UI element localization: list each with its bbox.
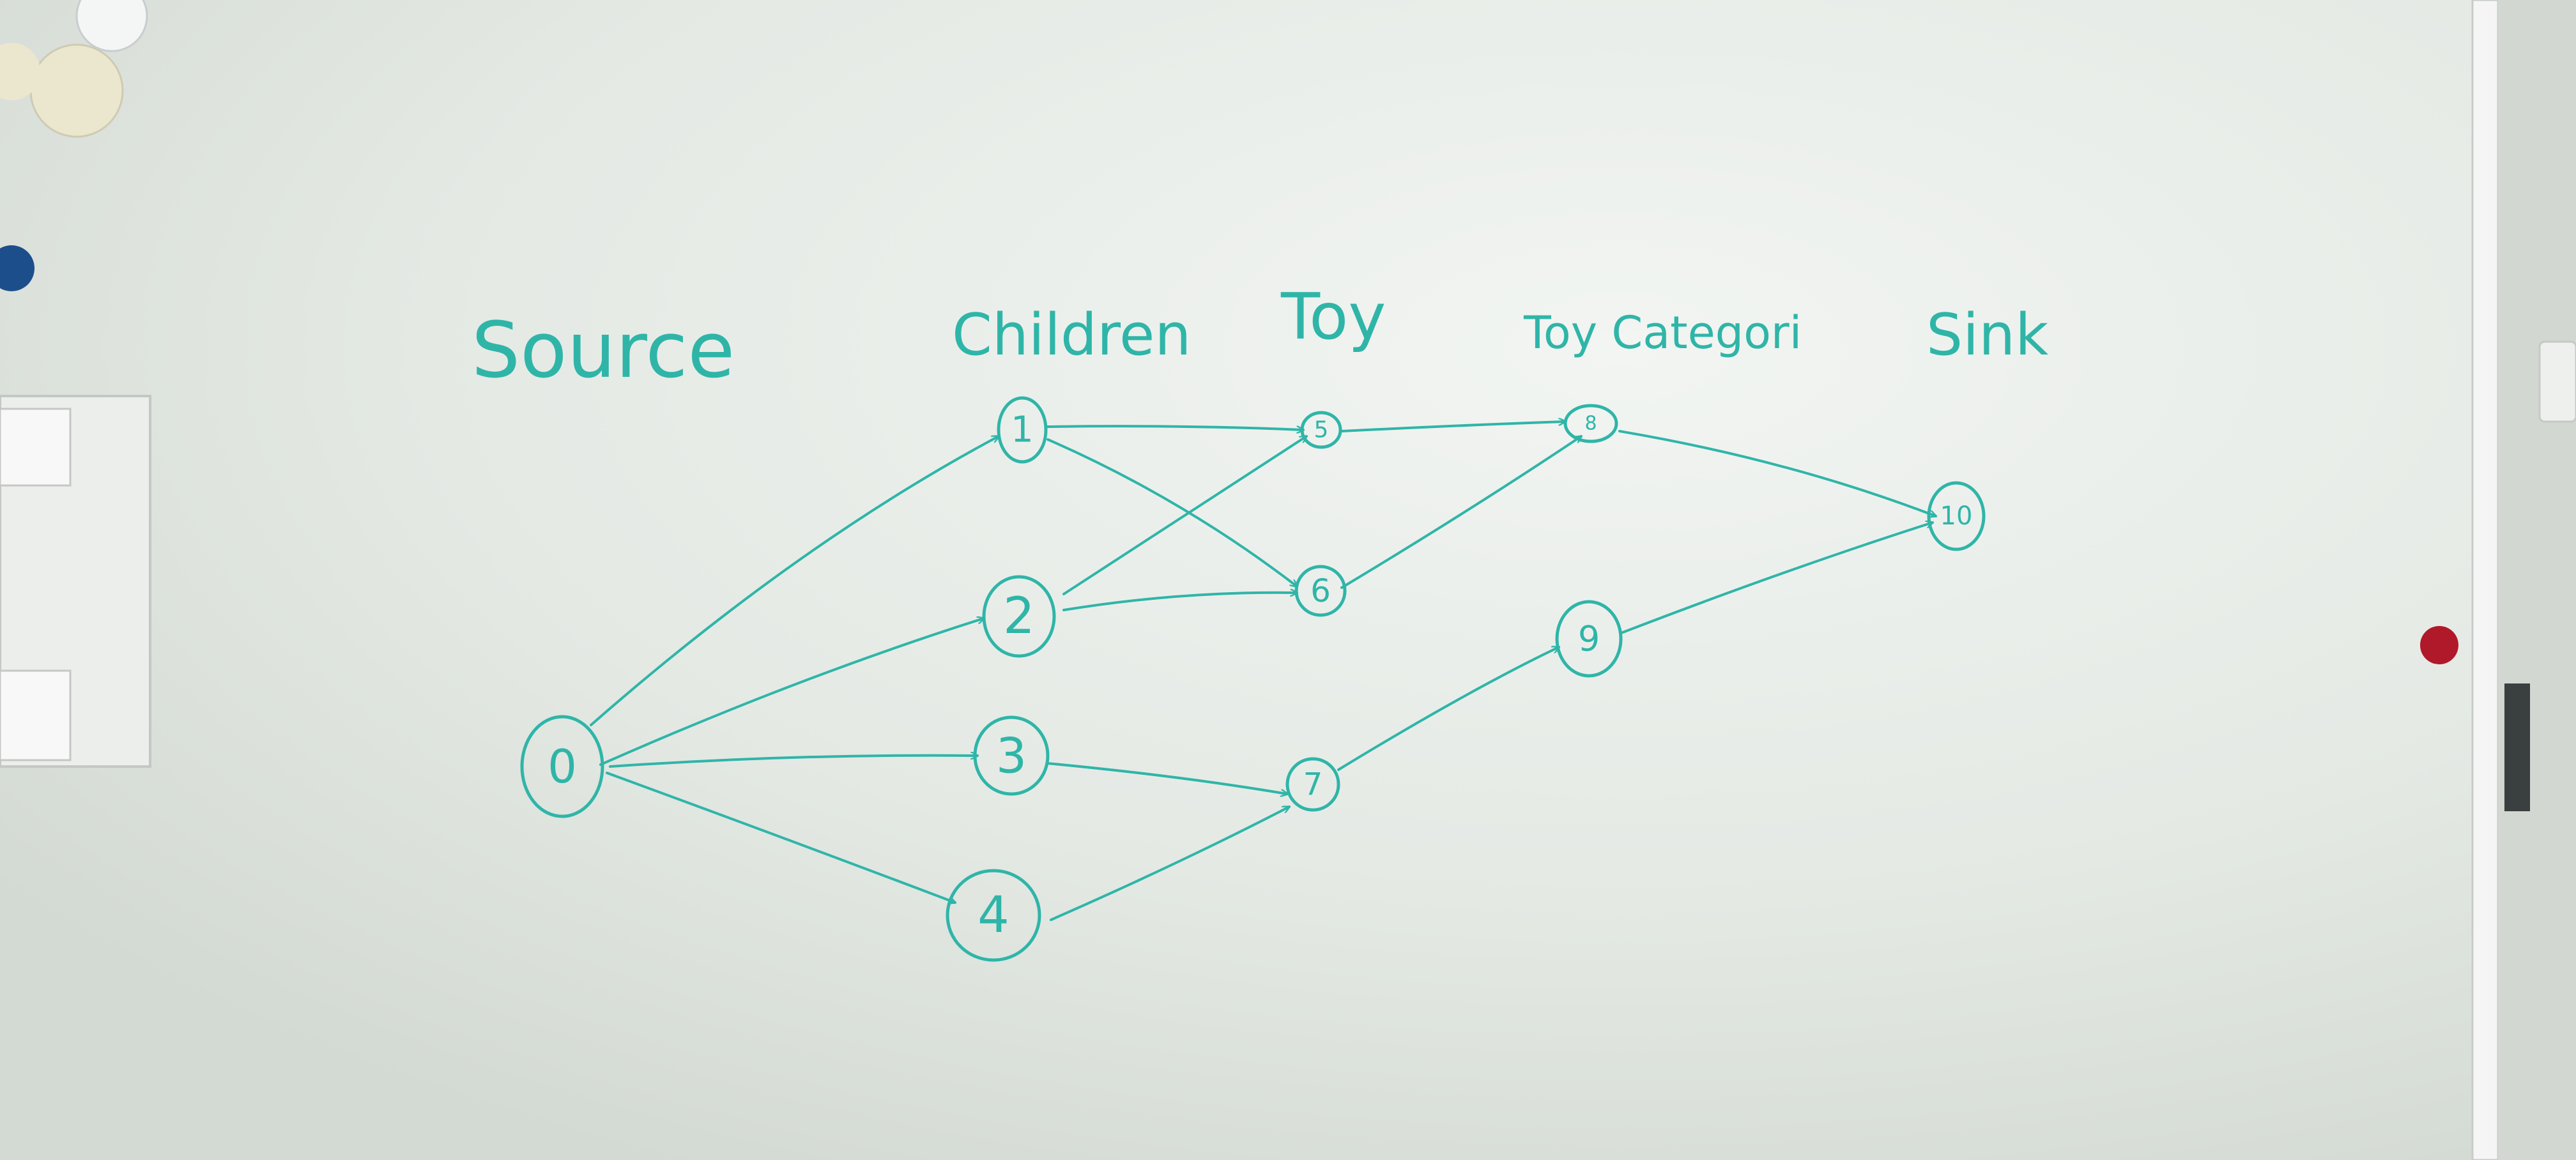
- edge-1-5: [1046, 425, 1305, 430]
- board-frame-right: [2471, 0, 2499, 1160]
- edge-0-4: [606, 772, 955, 903]
- node-0-circle: [520, 715, 604, 818]
- node-7-label: 7: [1303, 767, 1323, 802]
- frame-bracket: [2504, 683, 2530, 811]
- node-2-label: 2: [1003, 588, 1035, 645]
- graph-edges: [590, 422, 1936, 921]
- node-6-label: 6: [1310, 572, 1331, 609]
- edge-7-9: [1337, 646, 1559, 771]
- edge-2-6: [1062, 593, 1298, 611]
- node-6-circle: [1294, 565, 1347, 617]
- node-8-label: 8: [1584, 413, 1597, 435]
- node-3-circle: [973, 715, 1050, 796]
- column-header-sink: Sink: [1926, 301, 2048, 369]
- node-5-label: 5: [1314, 417, 1329, 443]
- edge-9-10: [1621, 523, 1933, 634]
- node-5-circle: [1300, 411, 1342, 449]
- node-labels: 0 1 2 3 4 5 6 7 8 9 10: [548, 409, 1972, 945]
- edge-0-1: [590, 435, 999, 726]
- node-1-label: 1: [1011, 409, 1034, 451]
- edge-0-2: [599, 618, 984, 766]
- magnet-cream-left: [0, 43, 40, 100]
- node-3-label: 3: [996, 728, 1027, 784]
- graph-nodes: [520, 396, 1986, 962]
- edge-0-3: [609, 756, 979, 768]
- holder-slot-bottom: [0, 669, 72, 761]
- magnet-blue: [0, 245, 34, 291]
- edge-3-7: [1046, 762, 1287, 794]
- wall-right: [2498, 0, 2576, 1160]
- column-header-children: Children: [952, 301, 1191, 369]
- board-surface: [0, 0, 2492, 1160]
- node-4-circle: [946, 869, 1041, 962]
- column-header-toy: Toy: [1280, 279, 1386, 354]
- holder-slot-top: [0, 408, 72, 487]
- magnet-pin: [75, 0, 148, 52]
- edge-6-8: [1340, 436, 1581, 589]
- node-1-circle: [997, 396, 1048, 464]
- magnet-cream: [29, 43, 124, 138]
- column-header-source: Source: [471, 307, 735, 395]
- node-8-circle: [1563, 404, 1618, 443]
- edge-1-6: [1046, 438, 1297, 586]
- node-10-label: 10: [1940, 501, 1973, 531]
- edge-4-7: [1050, 805, 1289, 921]
- column-header-category: Toy Categori: [1523, 307, 1802, 359]
- node-2-circle: [982, 575, 1056, 658]
- wall-switch: [2538, 340, 2576, 423]
- node-10-circle: [1927, 481, 1986, 551]
- node-9-circle: [1555, 600, 1623, 678]
- node-7-circle: [1285, 757, 1340, 812]
- edge-5-8: [1340, 422, 1567, 432]
- edge-2-5: [1062, 436, 1307, 595]
- node-9-label: 9: [1578, 619, 1600, 659]
- node-0-label: 0: [548, 740, 577, 793]
- magnet-red: [2420, 626, 2458, 664]
- node-4-label: 4: [977, 887, 1009, 944]
- edge-8-10: [1618, 430, 1936, 516]
